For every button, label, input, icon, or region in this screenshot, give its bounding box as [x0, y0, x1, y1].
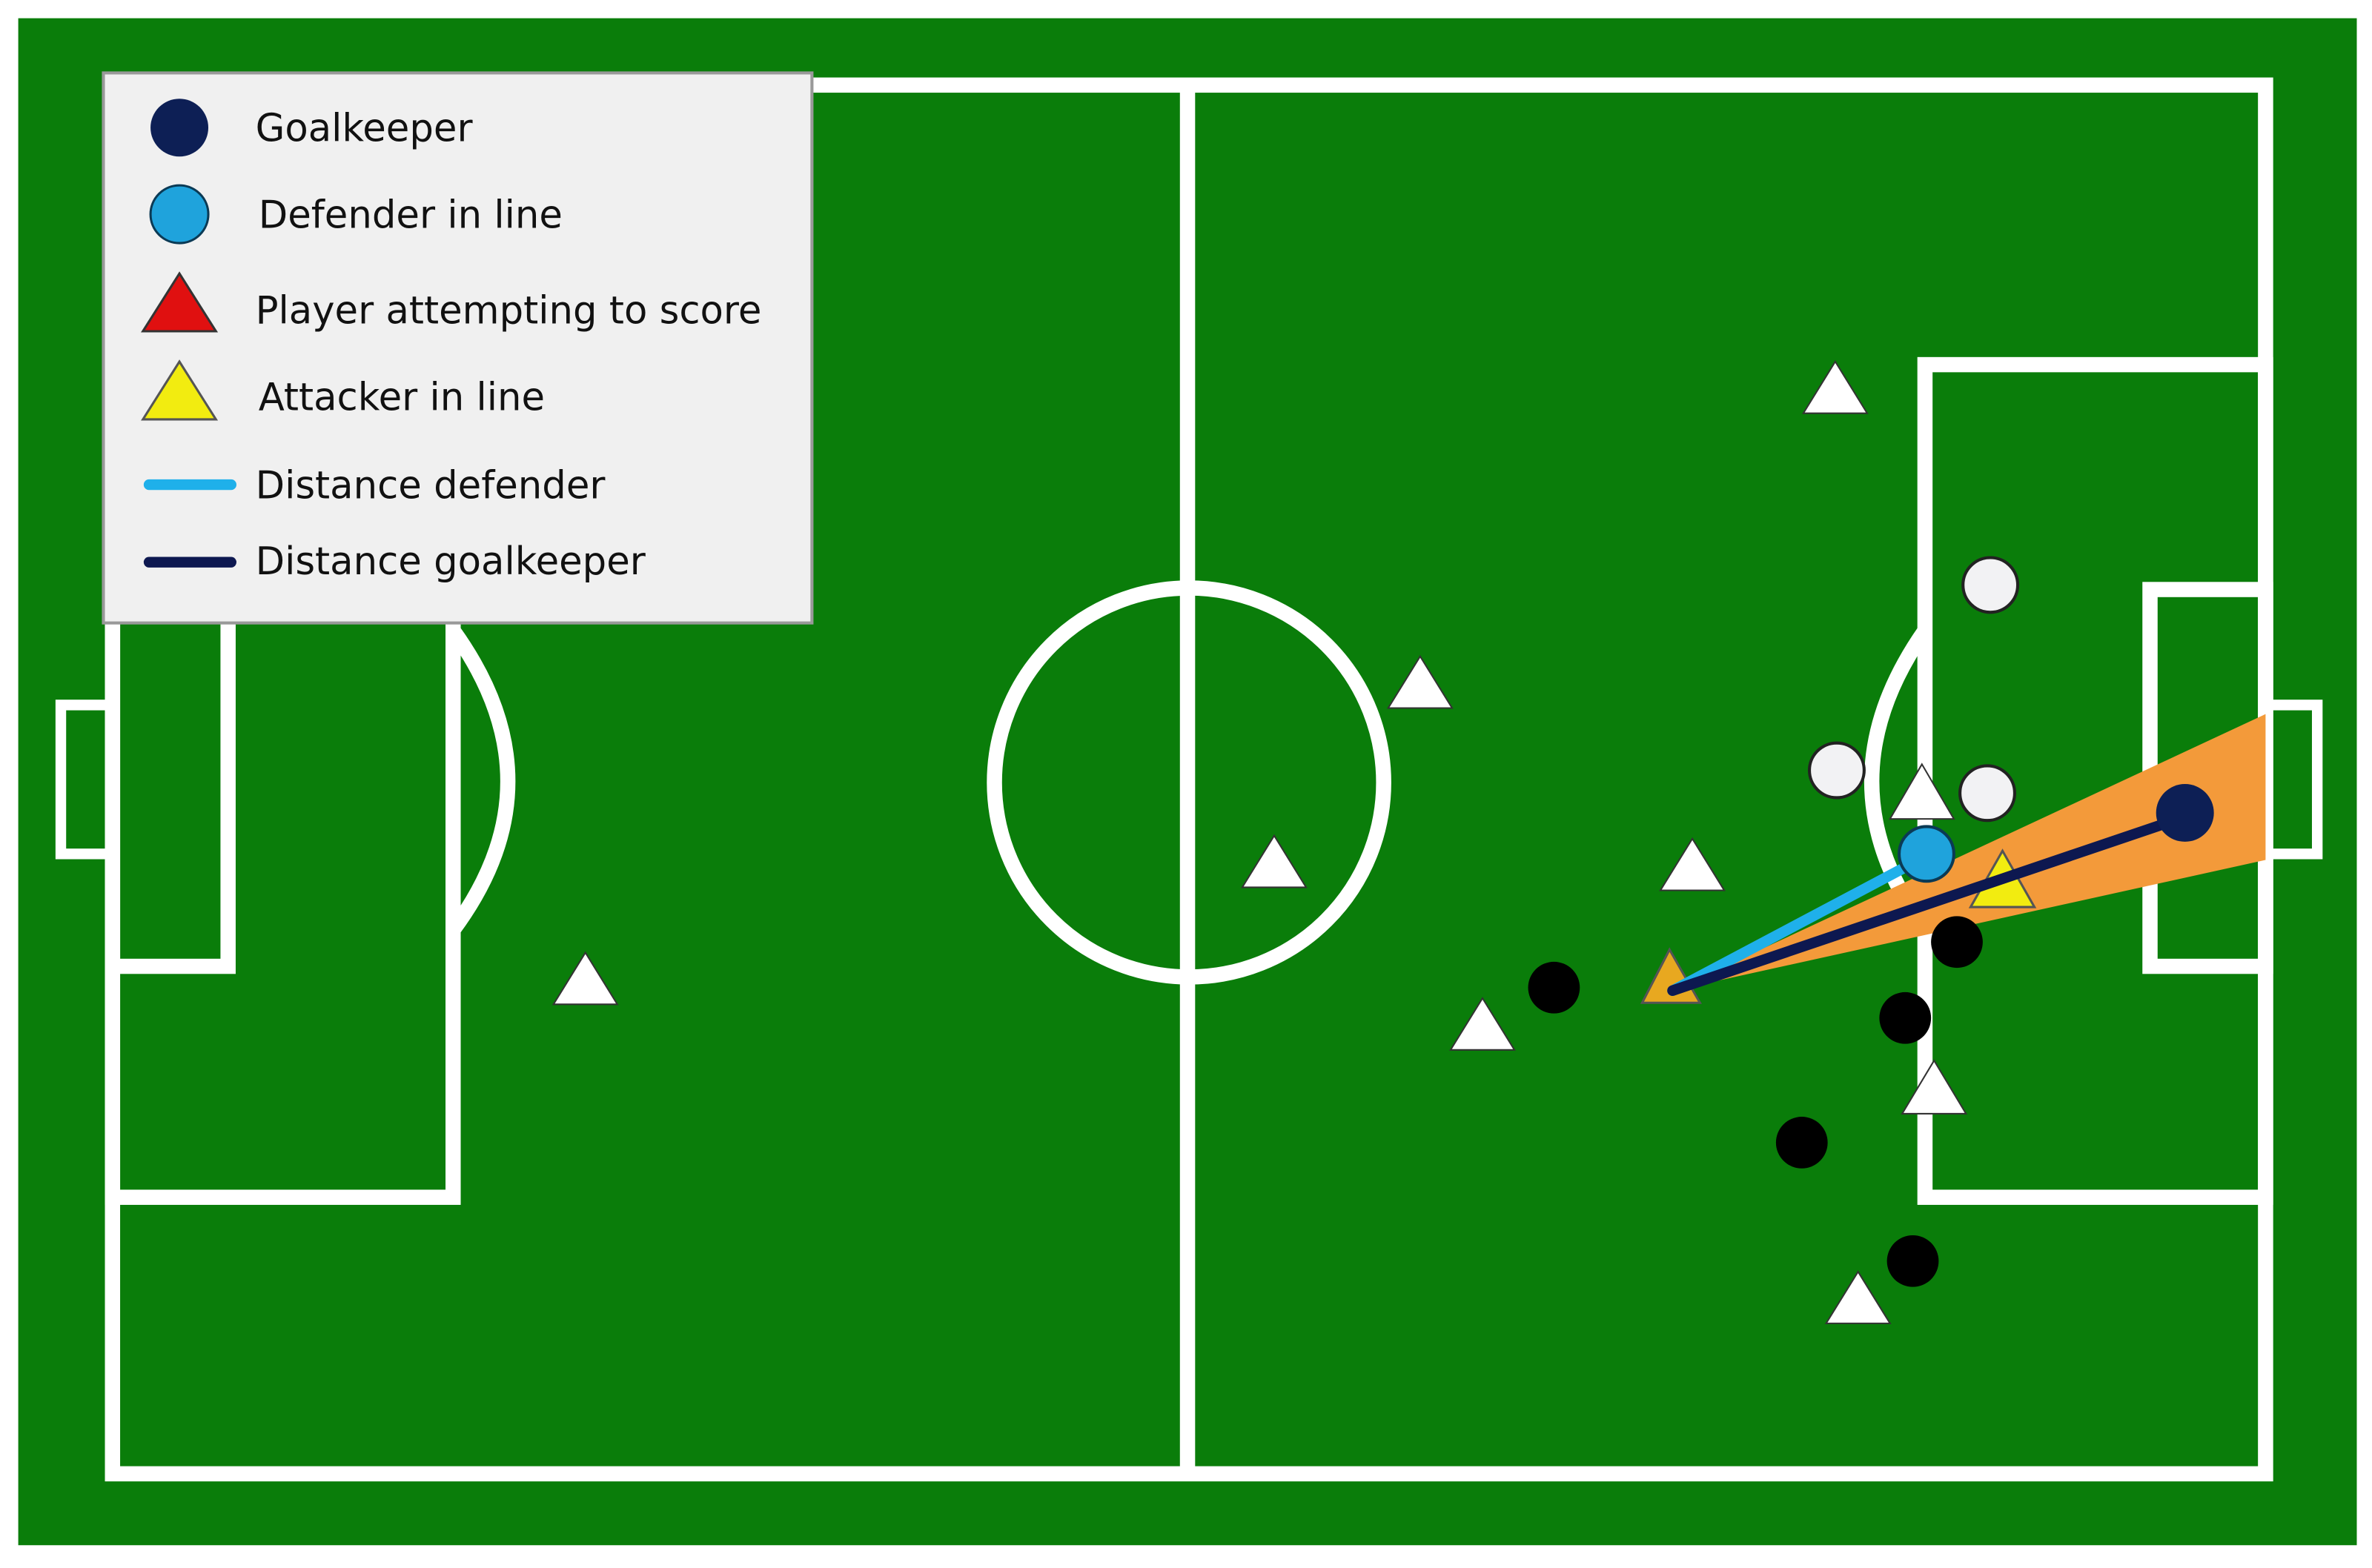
attacker-legend-icon [141, 359, 219, 421]
teammate-marker [1241, 834, 1308, 888]
left-goal [55, 700, 118, 860]
player-marker [1961, 556, 2020, 614]
defender-in-line-marker [1898, 825, 1955, 883]
legend-label-goalkeeper: Goalkeeper [256, 107, 474, 151]
teammate-triangles [551, 360, 1968, 1324]
white-circles [1807, 556, 2020, 823]
teammate-marker [1901, 1059, 1968, 1114]
legend-label-distance-goalkeeper: Distance goalkeeper [256, 539, 646, 584]
goalkeeper-marker [2156, 784, 2214, 842]
player-marker [1958, 764, 2016, 823]
opponent-marker [1931, 916, 1983, 969]
teammate-marker [1801, 360, 1869, 414]
opponent-marker [1775, 1117, 1828, 1169]
teammate-marker [1888, 763, 1955, 820]
teammate-marker [1449, 997, 1516, 1051]
distance-goalkeeper-line [1667, 815, 2180, 997]
legend: Goalkeeper Defender in line Player attem… [102, 71, 814, 625]
teammate-marker [1824, 1270, 1892, 1324]
teammate-marker [1659, 837, 1726, 891]
opponent-marker [1879, 991, 1932, 1044]
shooter-legend-icon [141, 271, 219, 333]
center-circle [987, 580, 1391, 985]
teammate-marker [551, 951, 619, 1006]
legend-label-attacker: Attacker in line [259, 376, 545, 420]
opponent-marker [1528, 961, 1580, 1014]
teammate-marker [1386, 654, 1454, 709]
defender-legend-icon [149, 184, 210, 245]
opponent-circles [1528, 916, 1983, 1287]
left-penalty-arc [446, 625, 516, 934]
distance-defender-line [1667, 854, 1924, 997]
goalkeeper-legend-icon [150, 99, 209, 157]
legend-label-shooter: Player attempting to score [256, 289, 762, 333]
shot-angle-cone [1672, 714, 2266, 991]
legend-label-defender: Defender in line [259, 193, 563, 238]
opponent-marker [1886, 1235, 1939, 1287]
legend-label-distance-defender: Distance defender [256, 464, 606, 508]
player-marker [1807, 741, 1866, 800]
